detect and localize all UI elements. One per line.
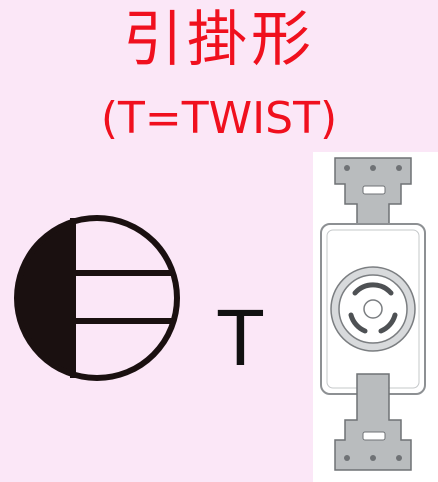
- bottom-mounting-strap: [334, 373, 412, 471]
- symbol-left-fill: [17, 222, 72, 374]
- page-title: 引掛形: [123, 5, 315, 75]
- bottom-strap-hole-right: [396, 455, 402, 461]
- top-strap-hole-left: [344, 165, 350, 171]
- twist-slot-right: [378, 312, 398, 334]
- twist-lock-receptacle-icon: [320, 157, 426, 471]
- top-strap-slot: [362, 185, 386, 195]
- outlet-symbol-icon: [14, 215, 180, 381]
- page-subtitle: (T=TWIST): [100, 93, 338, 144]
- bottom-strap-slot: [362, 431, 386, 441]
- receptacle-center-hub: [363, 299, 383, 319]
- twist-slot-left: [348, 312, 368, 334]
- top-strap-hole-right: [396, 165, 402, 171]
- twist-slot-top: [352, 282, 394, 296]
- bottom-strap-hole-mid: [370, 455, 376, 461]
- bottom-strap-hole-left: [344, 455, 350, 461]
- symbol-circle-outline: [14, 215, 180, 381]
- top-strap-hole-mid: [370, 165, 376, 171]
- symbol-letter: T: [216, 293, 265, 382]
